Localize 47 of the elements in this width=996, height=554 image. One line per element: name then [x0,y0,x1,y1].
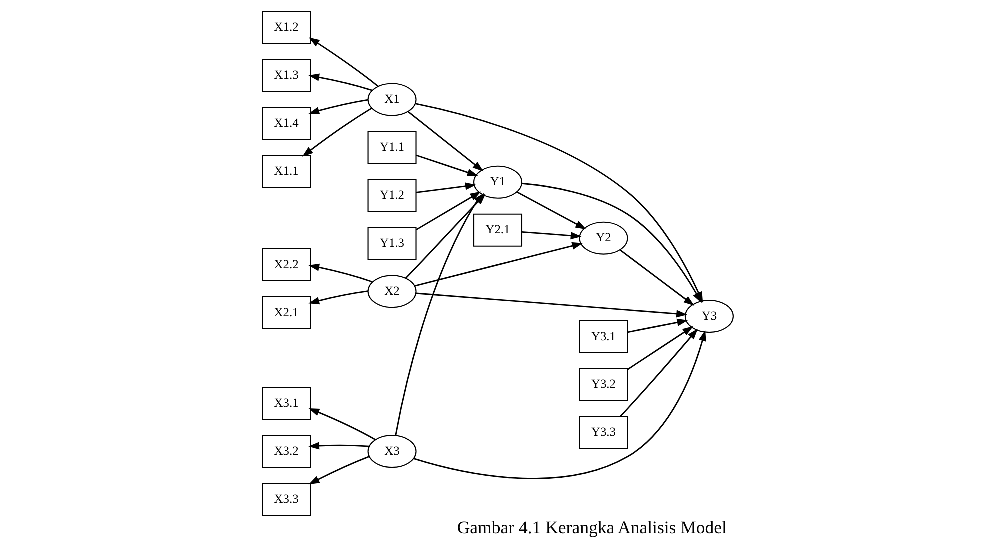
node-box: Y3.3 [579,416,628,450]
node-box: Y2.1 [473,214,523,247]
arrow [516,192,587,230]
arrow [414,330,706,480]
node-box: X3.1 [262,387,312,420]
arrow [416,182,476,194]
arrow [414,242,584,287]
arrow [308,456,370,485]
arrow [308,408,376,440]
node-ellipse: X3 [368,435,417,468]
node-box: X1.2 [262,11,312,44]
arrow [416,154,478,176]
node-ellipse: Y1 [473,166,523,199]
arrow [416,192,482,231]
arrow [628,318,688,334]
node-ellipse: Y3 [684,300,734,334]
node-box: X1.1 [262,155,312,188]
node-box: X2.2 [262,248,312,282]
arrow [416,292,688,318]
node-box: X3.2 [262,435,312,468]
node-box: X1.4 [262,107,312,140]
node-ellipse: X2 [368,275,417,308]
arrow [620,249,695,306]
arrow [395,193,484,436]
arrow [620,328,698,418]
arrow [308,74,372,92]
node-box: Y3.2 [579,368,628,402]
node-box: X3.3 [262,483,312,516]
arrow [308,99,368,114]
arrow [308,264,373,283]
arrow [628,326,694,370]
arrow [522,231,582,240]
arrow [308,290,368,305]
caption: Gambar 4.1 Kerangka Analisis Model [457,517,727,538]
node-box: X2.1 [262,296,312,330]
node-ellipse: Y2 [579,222,628,255]
arrow [308,38,379,88]
node-box: X1.3 [262,59,312,92]
node-ellipse: X1 [368,83,417,116]
node-box: Y1.1 [368,131,417,164]
arrow [522,182,702,304]
arrow [308,442,370,450]
node-box: Y1.2 [368,179,417,212]
node-box: Y1.3 [368,227,417,260]
arrow [302,108,372,157]
arrow [408,111,484,172]
node-box: Y3.1 [579,320,628,354]
